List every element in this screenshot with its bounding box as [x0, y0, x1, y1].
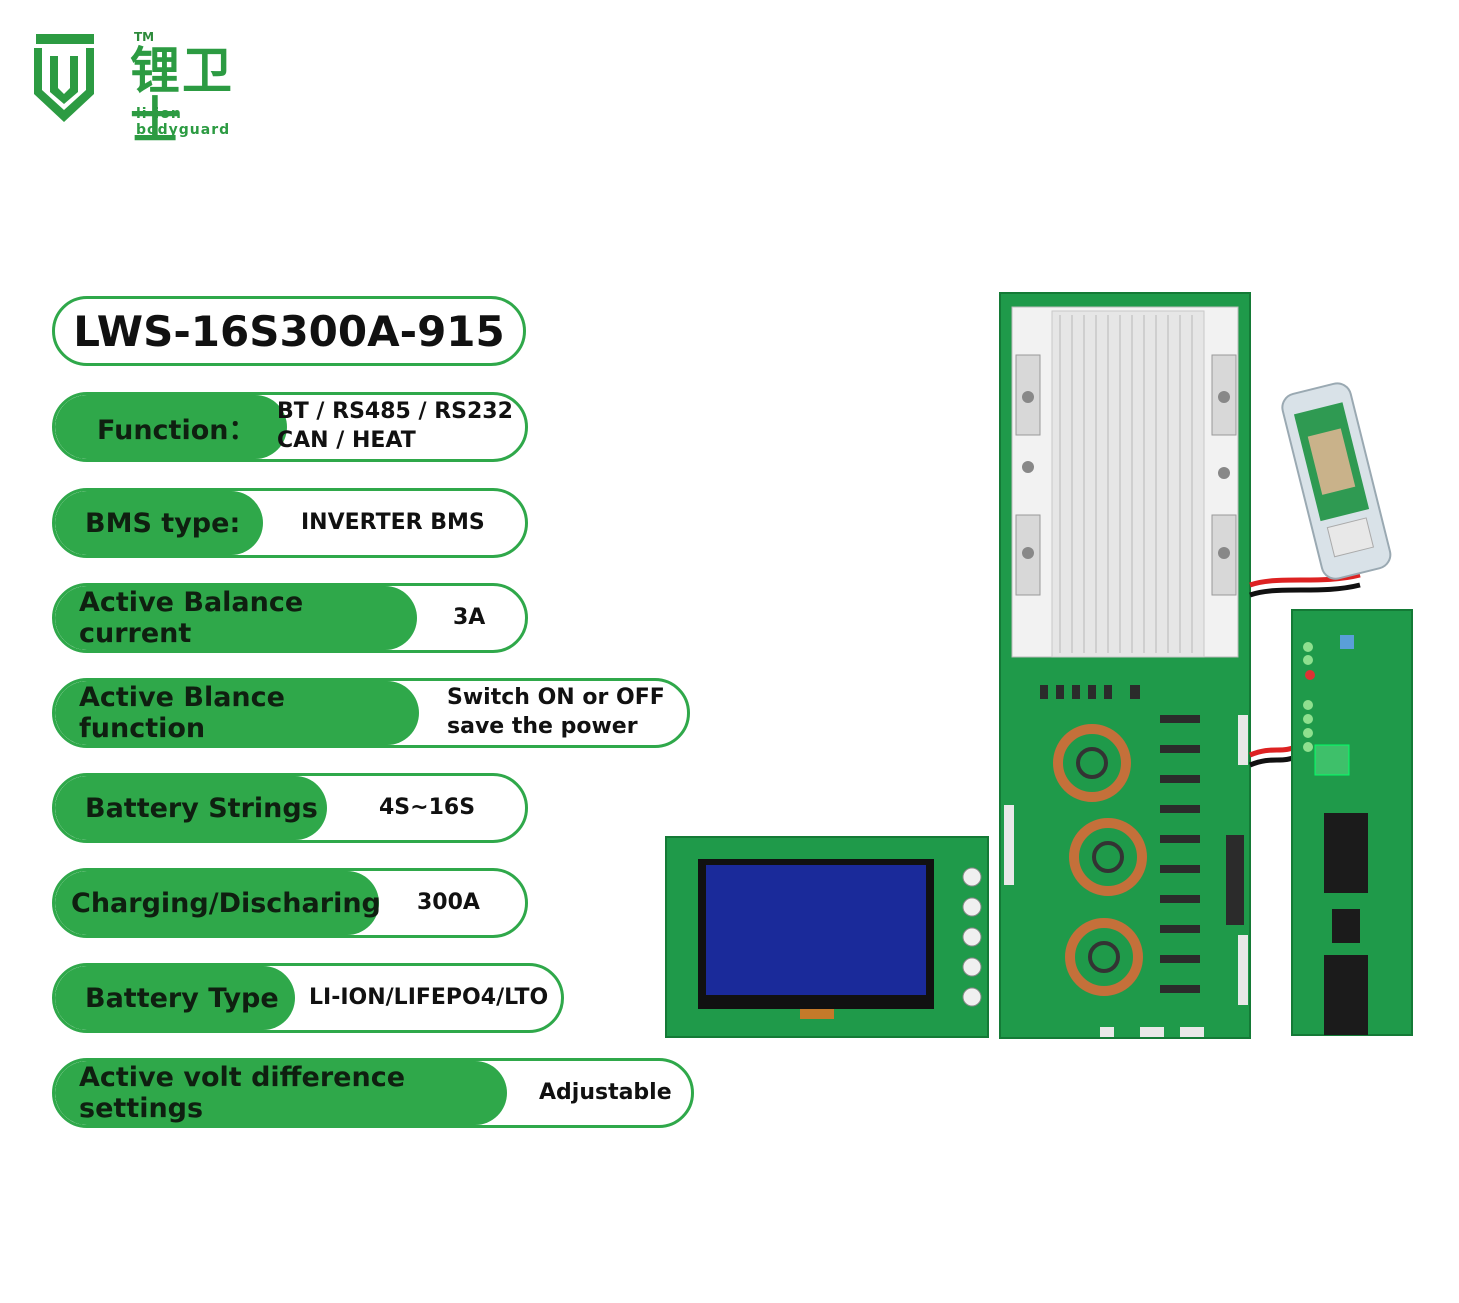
brand-logo: TM 锂卫士 li-ion bodyguard [30, 28, 270, 146]
brand-name-chinese: 锂卫士 [130, 42, 234, 150]
brand-name-english: li-ion bodyguard [136, 106, 231, 138]
spec-row-function: Function： BT / RS485 / RS232 CAN / HEAT [52, 392, 528, 462]
main-pcb-board [999, 292, 1251, 1039]
spec-row-strings: Battery Strings 4S~16S [52, 773, 528, 843]
spec-value-balance-function: Switch ON or OFF save the power [447, 681, 687, 745]
bluetooth-module [1281, 382, 1392, 580]
function-line-2: CAN / HEAT [277, 428, 416, 453]
cables [1249, 572, 1361, 768]
spec-label-volt-difference: Active volt difference settings [55, 1061, 507, 1125]
spec-value-charging: 300A [417, 889, 480, 915]
spec-label-battery-type: Battery Type [55, 966, 295, 1030]
spec-value-battery-type: LI-ION/LIFEPO4/LTO [309, 984, 549, 1010]
spec-label-balance-current: Active Balance current [55, 586, 417, 650]
spec-label-bms-type: BMS type: [55, 491, 263, 555]
spec-label-strings: Battery Strings [55, 776, 327, 840]
spec-value-function: BT / RS485 / RS232 CAN / HEAT [277, 395, 525, 459]
bms-product-image [665, 292, 1413, 1039]
spec-value-bms-type: INVERTER BMS [301, 509, 485, 535]
communication-board [1291, 609, 1413, 1036]
spec-label-charging: Charging/Discharing [55, 871, 381, 935]
spec-row-balance-current: Active Balance current 3A [52, 583, 528, 653]
function-line-1: BT / RS485 / RS232 [277, 399, 513, 425]
spec-row-volt-difference: Active volt difference settings Adjustab… [52, 1058, 694, 1128]
lcd-screen [706, 865, 926, 995]
balance-function-line-2: save the power [447, 714, 638, 739]
inductor-coils [1053, 724, 1147, 996]
trademark-mark: TM [134, 30, 155, 44]
spec-row-bms-type: BMS type: INVERTER BMS [52, 488, 528, 558]
model-title: LWS-16S300A-915 [52, 296, 526, 366]
spec-label-balance-function: Active Blance function [55, 681, 419, 745]
spec-row-battery-type: Battery Type LI-ION/LIFEPO4/LTO [52, 963, 564, 1033]
balance-function-line-1: Switch ON or OFF [447, 685, 665, 711]
lcd-display-board [665, 836, 989, 1038]
spec-row-balance-function: Active Blance function Switch ON or OFF … [52, 678, 690, 748]
spec-value-volt-difference: Adjustable [539, 1079, 672, 1105]
spec-value-strings: 4S~16S [379, 794, 476, 820]
spec-row-charging: Charging/Discharing 300A [52, 868, 528, 938]
shield-logo-icon [34, 34, 94, 122]
spec-value-balance-current: 3A [453, 604, 486, 630]
spec-label-function: Function： [55, 395, 287, 459]
